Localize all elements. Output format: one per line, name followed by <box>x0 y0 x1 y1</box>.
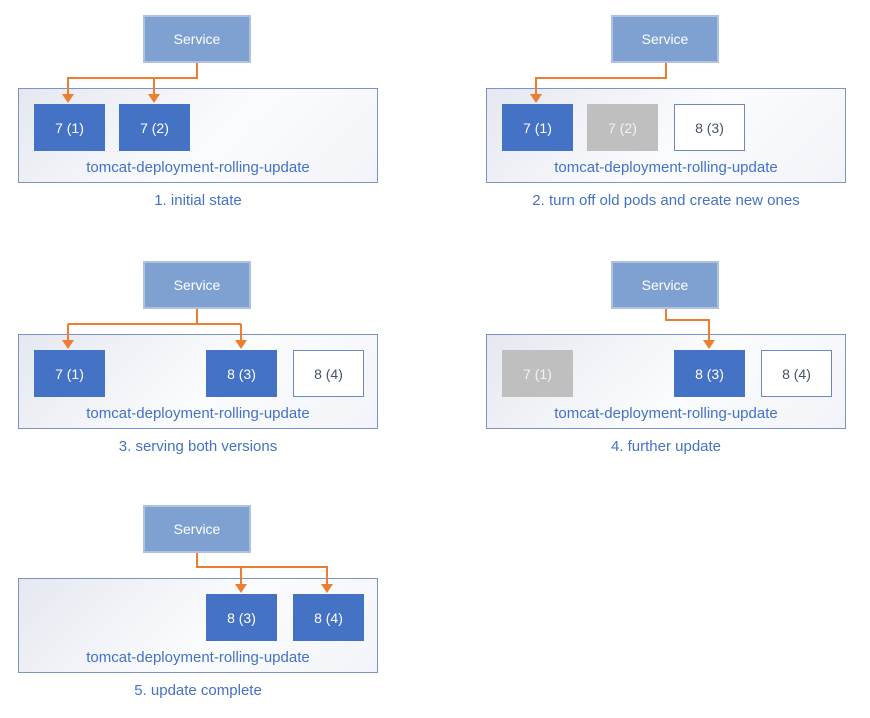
service-label: Service <box>173 31 221 47</box>
pod-node: 8 (3) <box>206 594 277 641</box>
panel-caption: 4. further update <box>610 438 722 455</box>
panel-caption: 5. update complete <box>134 682 262 699</box>
pod-label: 7 (2) <box>140 119 169 136</box>
deployment-box: 8 (3) 8 (4) tomcat-deployment-rolling-up… <box>18 578 378 673</box>
pod-node: 8 (4) <box>293 594 364 641</box>
pod-label: 8 (3) <box>227 609 256 626</box>
pod-label: 7 (1) <box>55 119 84 136</box>
service-label: Service <box>641 31 689 47</box>
pod-node: 8 (4) <box>761 350 832 397</box>
service-node: Service <box>143 261 251 309</box>
pod-node: 7 (2) <box>587 104 658 151</box>
deployment-box: 7 (1) 8 (3) 8 (4) tomcat-deployment-roll… <box>486 334 846 429</box>
pod-label: 7 (2) <box>608 119 637 136</box>
pod-label: 7 (1) <box>55 365 84 382</box>
deployment-label: tomcat-deployment-rolling-update <box>86 159 310 176</box>
pod-node: 7 (1) <box>502 104 573 151</box>
panel-caption: 1. initial state <box>154 192 242 209</box>
service-node: Service <box>611 261 719 309</box>
pod-node: 8 (3) <box>206 350 277 397</box>
deployment-label: tomcat-deployment-rolling-update <box>554 405 778 422</box>
pod-label: 8 (3) <box>695 119 724 136</box>
panel-1-initial-state: Service 7 (1) 7 (2) tomcat-deployment-ro… <box>0 0 400 240</box>
pod-label: 7 (1) <box>523 119 552 136</box>
deployment-label: tomcat-deployment-rolling-update <box>86 405 310 422</box>
pod-node: 8 (4) <box>293 350 364 397</box>
pod-label: 7 (1) <box>523 365 552 382</box>
pod-node: 8 (3) <box>674 350 745 397</box>
panel-3-serving-both-versions: Service 7 (1) 8 (3) 8 (4) tomcat-deploym… <box>0 246 400 486</box>
service-label: Service <box>173 277 221 293</box>
pod-label: 8 (4) <box>314 609 343 626</box>
service-label: Service <box>641 277 689 293</box>
service-node: Service <box>611 15 719 63</box>
pod-label: 8 (4) <box>314 365 343 382</box>
panel-caption: 2. turn off old pods and create new ones <box>532 192 800 209</box>
panel-caption: 3. serving both versions <box>118 438 278 455</box>
service-node: Service <box>143 505 251 553</box>
panel-5-update-complete: Service 8 (3) 8 (4) tomcat-deployment-ro… <box>0 490 400 718</box>
panel-4-further-update: Service 7 (1) 8 (3) 8 (4) tomcat-deploym… <box>468 246 868 486</box>
deployment-box: 7 (1) 7 (2) 8 (3) tomcat-deployment-roll… <box>486 88 846 183</box>
pod-node: 7 (1) <box>34 350 105 397</box>
pod-label: 8 (4) <box>782 365 811 382</box>
pod-node: 7 (2) <box>119 104 190 151</box>
pod-node: 7 (1) <box>34 104 105 151</box>
service-label: Service <box>173 521 221 537</box>
deployment-label: tomcat-deployment-rolling-update <box>554 159 778 176</box>
pod-node: 8 (3) <box>674 104 745 151</box>
deployment-box: 7 (1) 8 (3) 8 (4) tomcat-deployment-roll… <box>18 334 378 429</box>
deployment-label: tomcat-deployment-rolling-update <box>86 649 310 666</box>
deployment-box: 7 (1) 7 (2) tomcat-deployment-rolling-up… <box>18 88 378 183</box>
pod-node: 7 (1) <box>502 350 573 397</box>
pod-label: 8 (3) <box>227 365 256 382</box>
pod-label: 8 (3) <box>695 365 724 382</box>
service-node: Service <box>143 15 251 63</box>
panel-2-turn-off-old-pods: Service 7 (1) 7 (2) 8 (3) tomcat-deploym… <box>468 0 868 240</box>
